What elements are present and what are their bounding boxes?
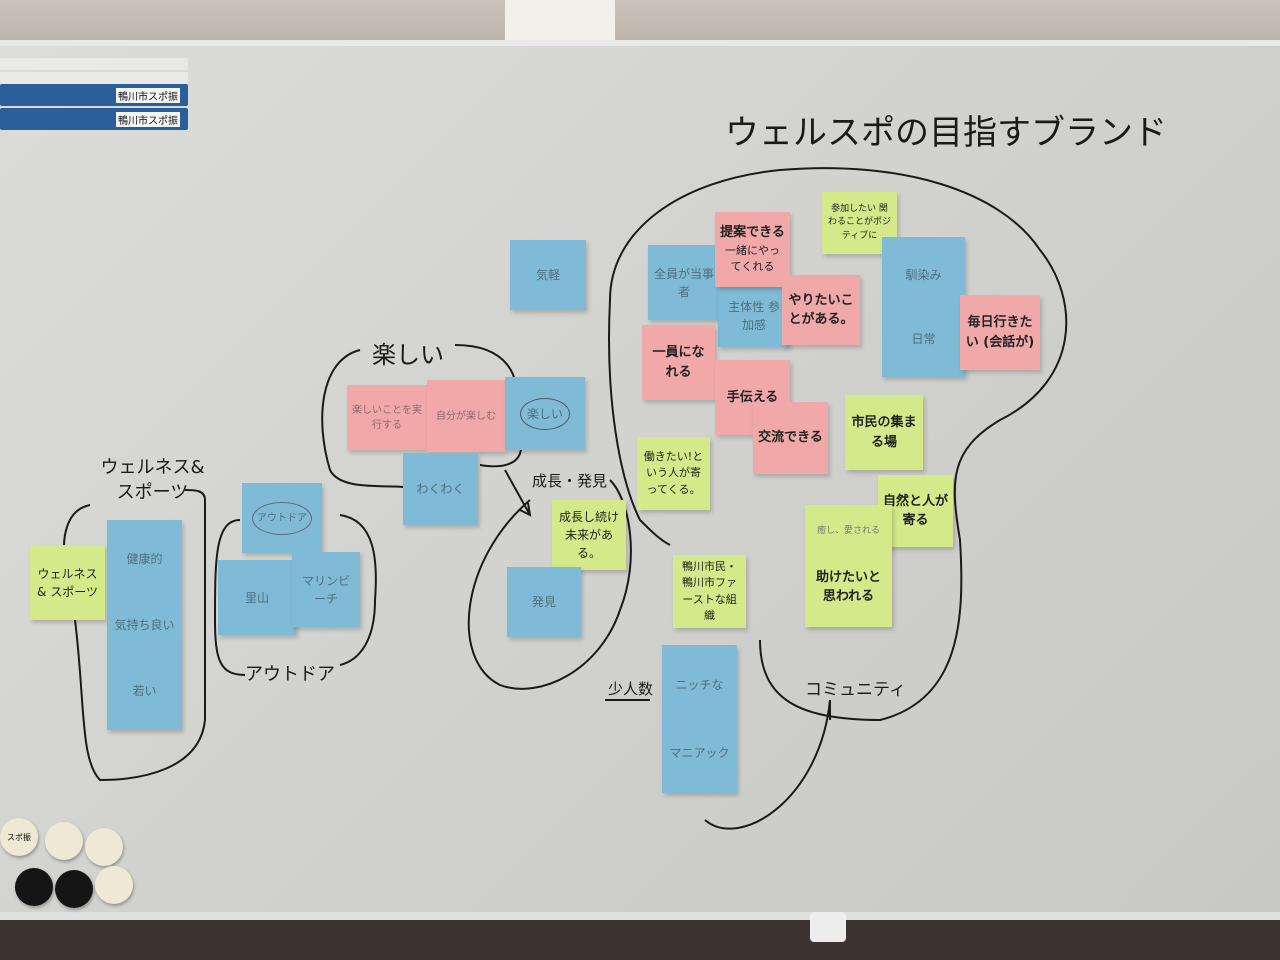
- magnet[interactable]: [85, 828, 123, 866]
- sticky-note: 市民の集まる場: [845, 395, 923, 470]
- note-text: 助けたいと思われる: [815, 569, 881, 605]
- magnet[interactable]: [95, 866, 133, 904]
- binder-white: [0, 58, 188, 70]
- note-text: 発見: [531, 595, 556, 609]
- note-text: 自分が楽しむ: [436, 410, 496, 422]
- sticky-note: 楽しい: [505, 377, 585, 450]
- sticky-note: 一員になれる: [642, 325, 715, 400]
- label-community: コミュニティ: [805, 680, 906, 700]
- magnet[interactable]: [45, 822, 83, 860]
- sticky-note: 気軽: [510, 240, 586, 310]
- note-text: ニッチな: [675, 678, 724, 692]
- note-text: 主体性 参加感: [728, 300, 780, 332]
- note-text: 気軽: [535, 268, 560, 282]
- note-text: 毎日行きたい (会話が): [965, 315, 1035, 350]
- note-text: わくわく: [416, 482, 465, 496]
- note-text: 癒し、愛される: [816, 526, 880, 537]
- sticky-note: 働きたい!という人が寄ってくる。: [637, 437, 710, 510]
- sticky-note: 毎日行きたい (会話が): [960, 295, 1040, 370]
- sticky-note: 主体性 参加感: [718, 285, 790, 347]
- note-text: マリンビーチ: [301, 573, 350, 606]
- binder-blue: 鴨川市スポ振: [0, 84, 188, 106]
- note-text: 自然と人が寄る: [883, 493, 949, 529]
- ceiling-light: [505, 0, 615, 40]
- sticky-note: 健康的気持ち良い若い: [107, 520, 182, 730]
- magnet[interactable]: スポ振: [0, 818, 38, 856]
- note-text: 鴨川市民・鴨川市ファーストな組織: [682, 559, 737, 623]
- floor: [0, 915, 1280, 960]
- board-title: ウェルスポの目指すブランド: [725, 113, 1167, 153]
- note-text: 全員が当事者: [653, 266, 714, 299]
- note-text: 若い: [132, 684, 157, 698]
- board-stand: [810, 912, 846, 942]
- note-text: 参加したい 関わることがポジティブに: [827, 203, 891, 241]
- sticky-note: 提案できる一緒にやってくれる: [715, 212, 790, 287]
- note-text: やりたいことがある。: [788, 292, 854, 328]
- note-text: アウトドア: [252, 501, 312, 535]
- binder-white: [0, 72, 188, 84]
- label-wellness: ウェルネス& スポーツ: [100, 457, 205, 504]
- note-text: 成長し続け未来がある。: [558, 510, 619, 560]
- sticky-note: 成長し続け未来がある。: [552, 500, 626, 570]
- note-text: ウェルネス & スポーツ: [37, 566, 98, 599]
- note-text: 一員になれる: [652, 345, 705, 380]
- magnet[interactable]: [55, 870, 93, 908]
- sticky-note: アウトドア: [242, 483, 322, 553]
- sticky-note: 馴染み日常: [882, 237, 965, 377]
- sticky-note: わくわく: [403, 453, 478, 525]
- label-fun: 楽しい: [372, 341, 444, 369]
- sticky-note: 交流できる: [753, 402, 828, 474]
- note-text: 一緒にやってくれる: [725, 243, 780, 274]
- binder-label: 鴨川市スポ振: [116, 88, 180, 103]
- sticky-note: 発見: [507, 567, 581, 637]
- note-text: 手伝える: [726, 389, 779, 405]
- note-text: 日常: [911, 332, 936, 346]
- sticky-note: 全員が当事者: [648, 245, 720, 320]
- note-text: 交流できる: [758, 430, 823, 446]
- sticky-note: 楽しいことを実行する: [347, 385, 427, 450]
- note-text: 里山: [244, 590, 269, 605]
- note-text: 楽しい: [519, 397, 570, 430]
- note-text: 気持ち良い: [114, 618, 175, 632]
- sticky-note: やりたいことがある。: [782, 275, 860, 345]
- sticky-note: マリンビーチ: [292, 552, 360, 627]
- note-text: 健康的: [126, 552, 163, 566]
- label-outdoor: アウトドア: [245, 664, 335, 685]
- note-text: 楽しいことを実行する: [352, 404, 422, 431]
- sticky-note: 鴨川市民・鴨川市ファーストな組織: [673, 555, 746, 628]
- label-small-group: 少人数: [608, 680, 654, 698]
- note-text: 馴染み: [905, 268, 942, 282]
- sticky-note: ウェルネス & スポーツ: [30, 545, 105, 620]
- note-text: 提案できる: [720, 225, 785, 241]
- note-text: マニアック: [669, 746, 730, 760]
- note-text: 働きたい!という人が寄ってくる。: [643, 449, 704, 496]
- binder-label: 鴨川市スポ振: [116, 112, 180, 127]
- label-growth: 成長・発見: [532, 472, 608, 490]
- binder-blue: 鴨川市スポ振: [0, 108, 188, 130]
- sticky-note: 癒し、愛される助けたいと思われる: [805, 505, 892, 627]
- sticky-note: 里山: [218, 560, 296, 635]
- sticky-note: 自分が楽しむ: [427, 380, 505, 452]
- note-text: 市民の集まる場: [851, 415, 917, 450]
- sticky-note: ニッチなマニアック: [662, 645, 737, 793]
- magnet[interactable]: [15, 868, 53, 906]
